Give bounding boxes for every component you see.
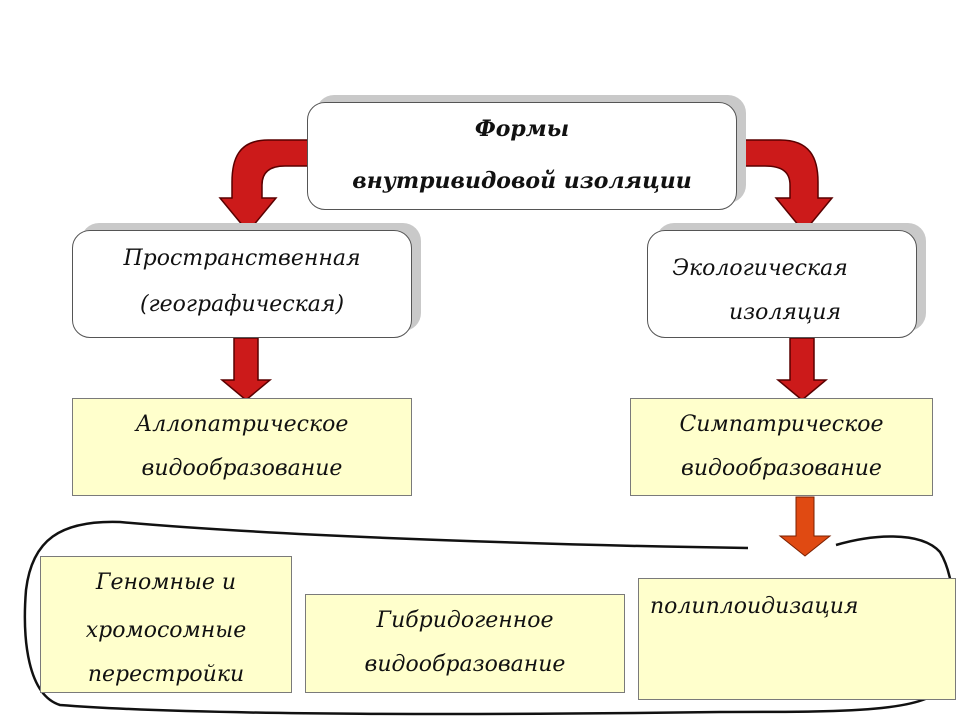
hybridogenic-speciation-box xyxy=(305,594,625,693)
polyploidization-label: полиплоидизация xyxy=(650,594,859,619)
ecological-isolation-line2: изоляция xyxy=(728,300,842,325)
sympatric-line1: Симпатрическое xyxy=(679,412,884,437)
allopatric-speciation-box xyxy=(72,398,412,496)
genomic-line3: перестройки xyxy=(87,662,245,687)
spatial-isolation-line2: (географическая) xyxy=(139,292,345,317)
spatial-isolation-box xyxy=(72,230,412,338)
genomic-line2: хромосомные xyxy=(85,618,247,643)
curved-arrow-left xyxy=(218,139,311,234)
root-title-line1: Формы xyxy=(474,116,570,142)
curved-arrow-right xyxy=(737,139,834,234)
genomic-line1: Геномные и xyxy=(95,570,237,595)
allopatric-line1: Аллопатрическое xyxy=(135,412,349,437)
down-arrow-left xyxy=(219,337,273,401)
hybridogenic-line2: видообразование xyxy=(364,652,566,677)
down-arrow-right xyxy=(775,337,829,401)
polyploidization-box xyxy=(638,578,956,700)
hybridogenic-line1: Гибридогенное xyxy=(376,608,554,633)
root-title-line2: внутривидовой изоляции xyxy=(352,168,692,194)
root-box xyxy=(307,102,737,210)
sympatric-speciation-box xyxy=(630,398,933,496)
spatial-isolation-line1: Пространственная xyxy=(123,246,361,271)
genomic-rearrangements-box xyxy=(40,556,292,693)
sympatric-line2: видообразование xyxy=(681,456,882,481)
ecological-isolation-line1: Экологическая xyxy=(672,256,848,281)
down-arrow-orange xyxy=(778,496,832,557)
ecological-isolation-box xyxy=(647,230,917,338)
allopatric-line2: видообразование xyxy=(141,456,343,481)
